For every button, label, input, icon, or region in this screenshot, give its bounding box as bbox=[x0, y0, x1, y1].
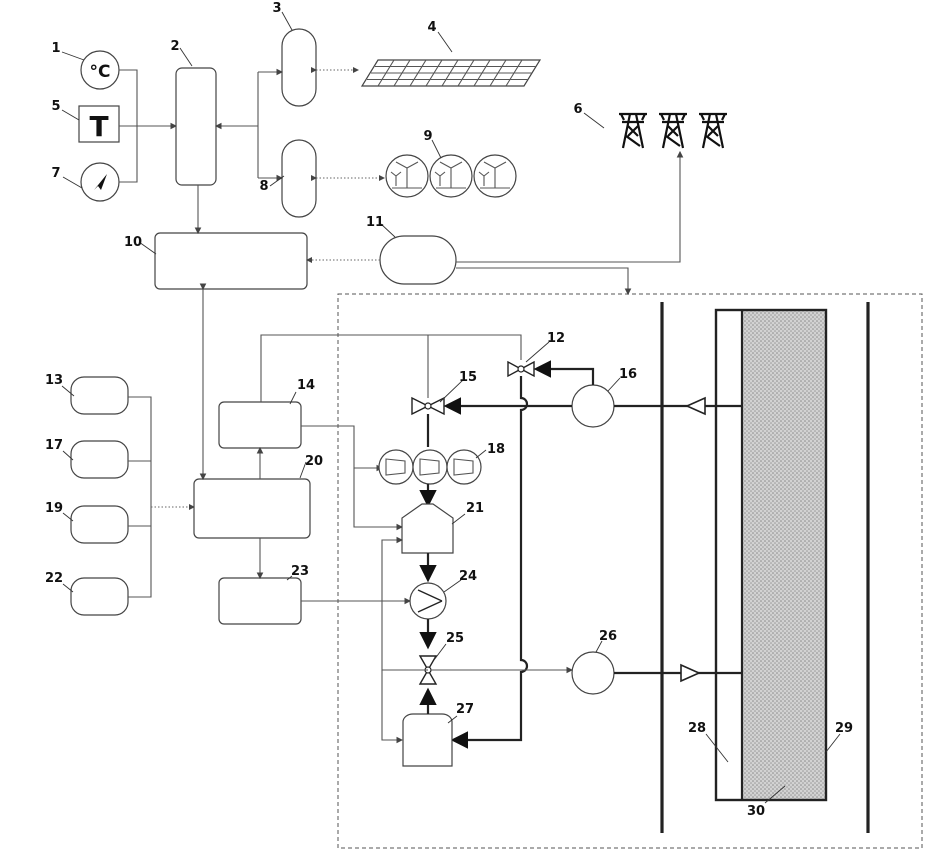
power-tower-icon bbox=[619, 114, 647, 148]
power-tower-icon bbox=[699, 114, 727, 148]
pump-26 bbox=[572, 652, 614, 694]
wind-turbine-icon bbox=[386, 155, 428, 197]
converter-11 bbox=[380, 236, 456, 284]
power-tower-icon bbox=[659, 114, 687, 148]
label-19: 19 bbox=[45, 501, 63, 516]
storage-medium-30 bbox=[742, 310, 826, 800]
label-30: 30 bbox=[747, 804, 765, 819]
label-18: 18 bbox=[487, 442, 505, 457]
controller-23 bbox=[219, 578, 301, 624]
energy-manager-10 bbox=[155, 233, 307, 289]
label-8: 8 bbox=[259, 179, 268, 194]
pump-16 bbox=[572, 385, 614, 427]
label-28: 28 bbox=[688, 721, 706, 736]
label-15: 15 bbox=[459, 370, 477, 385]
temperature-glyph: °C bbox=[90, 62, 111, 82]
label-23: 23 bbox=[291, 564, 309, 579]
label-13: 13 bbox=[45, 373, 63, 388]
input-13 bbox=[71, 377, 128, 414]
label-26: 26 bbox=[599, 629, 617, 644]
wind-turbine-icon bbox=[430, 155, 472, 197]
label-10: 10 bbox=[124, 235, 142, 250]
label-21: 21 bbox=[466, 501, 484, 516]
label-27: 27 bbox=[456, 702, 474, 717]
heat-exchangers-18 bbox=[379, 450, 481, 484]
label-11: 11 bbox=[366, 215, 384, 230]
pump-24 bbox=[410, 583, 446, 619]
power-grid bbox=[619, 114, 727, 148]
label-2: 2 bbox=[170, 39, 179, 54]
label-7: 7 bbox=[51, 166, 60, 181]
label-17: 17 bbox=[45, 438, 63, 453]
controller-20 bbox=[194, 479, 310, 538]
label-3: 3 bbox=[272, 1, 281, 16]
label-24: 24 bbox=[459, 569, 477, 584]
solar-panel bbox=[362, 60, 540, 86]
inverter-3 bbox=[282, 29, 316, 106]
three-way-valve-15 bbox=[412, 398, 444, 414]
compass-sensor bbox=[81, 163, 119, 201]
controller-14 bbox=[219, 402, 301, 448]
label-1: 1 bbox=[51, 41, 60, 56]
label-25: 25 bbox=[446, 631, 464, 646]
wind-turbine-icon bbox=[474, 155, 516, 197]
input-17 bbox=[71, 441, 128, 478]
timer-sensor: T bbox=[79, 106, 119, 143]
timer-glyph: T bbox=[89, 110, 108, 143]
label-12: 12 bbox=[547, 331, 565, 346]
label-16: 16 bbox=[619, 367, 637, 382]
label-9: 9 bbox=[423, 129, 432, 144]
reference-labels: 1 2 3 4 5 6 7 8 9 10 11 12 13 14 15 16 1… bbox=[45, 1, 853, 819]
label-6: 6 bbox=[573, 102, 582, 117]
temperature-sensor: °C bbox=[81, 51, 119, 89]
label-14: 14 bbox=[297, 378, 315, 393]
label-20: 20 bbox=[305, 454, 323, 469]
three-way-valve-12 bbox=[508, 362, 534, 376]
label-5: 5 bbox=[51, 99, 60, 114]
wind-turbines bbox=[386, 155, 516, 197]
tank-21 bbox=[402, 504, 453, 553]
label-22: 22 bbox=[45, 571, 63, 586]
input-19 bbox=[71, 506, 128, 543]
label-4: 4 bbox=[427, 20, 436, 35]
input-22 bbox=[71, 578, 128, 615]
tank-27 bbox=[403, 714, 452, 766]
controller-2 bbox=[176, 68, 216, 185]
inverter-8 bbox=[282, 140, 316, 217]
label-29: 29 bbox=[835, 721, 853, 736]
